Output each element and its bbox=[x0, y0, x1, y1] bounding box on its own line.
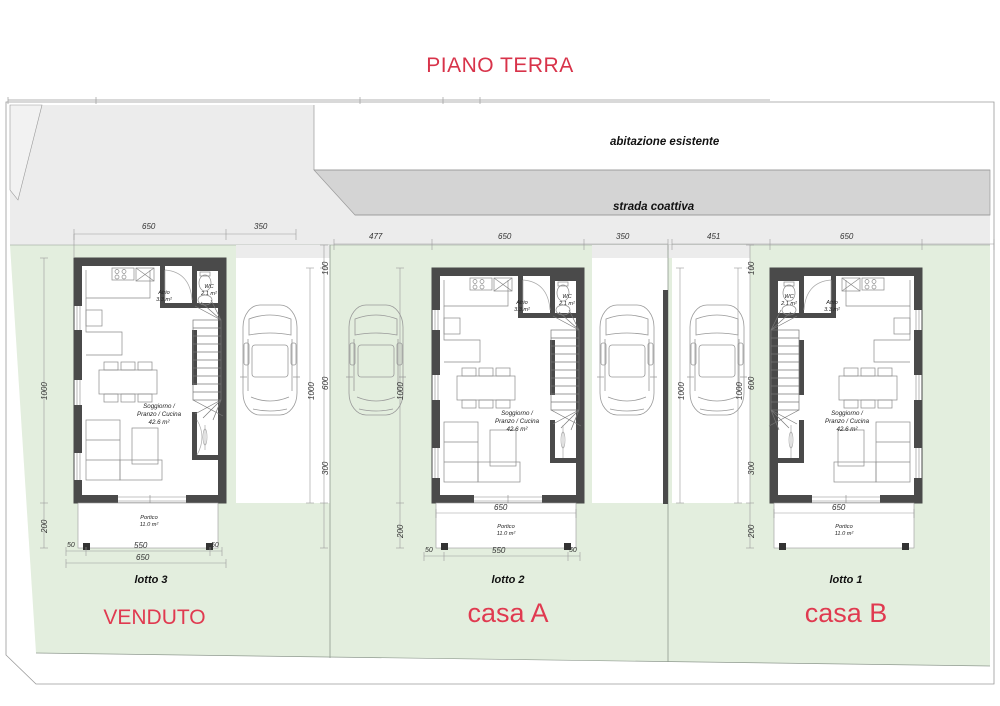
dim-lotto3-top-350: 350 bbox=[254, 222, 268, 231]
dim-lotto1-parking-1000: 1000 bbox=[677, 382, 686, 400]
dim-lotto2-top-650: 650 bbox=[498, 232, 512, 241]
room-label-portico-lotto3: Portico 11.0 m² bbox=[139, 515, 159, 529]
page-title: PIANO TERRA bbox=[426, 54, 574, 77]
label-existing-house: abitazione esistente bbox=[610, 136, 720, 148]
dim-lotto3-left-1000: 1000 bbox=[40, 382, 49, 400]
dim-lotto1-top-451: 451 bbox=[707, 232, 721, 241]
wc-name: WC bbox=[204, 284, 214, 290]
wc-area: 2.1 m² bbox=[201, 291, 217, 298]
room-label-wc-lotto3: WC 2.1 m² bbox=[192, 284, 226, 299]
dim-lotto2-bot-50b: 50 bbox=[569, 547, 577, 554]
dim-lotto3-left-200: 200 bbox=[40, 519, 49, 533]
room-label-atrio-lotto1: Atrio 3.3 m² bbox=[824, 300, 840, 314]
dim-lotto1-right-600: 600 bbox=[747, 376, 756, 390]
dim-lotto1-left-200: 200 bbox=[747, 524, 756, 538]
dim-lotto3-bot-550: 550 bbox=[134, 541, 148, 550]
dim-lotto1-right-300: 300 bbox=[747, 461, 756, 475]
lot-label-lotto2: lotto 2 bbox=[491, 574, 525, 586]
dim-lotto2-right-1000: 1000 bbox=[307, 382, 316, 400]
room-label-living-lotto3: Soggiorno / Pranzo / Cucina 42.6 m² bbox=[136, 403, 182, 427]
atrio-name: Atrio bbox=[158, 290, 170, 296]
dim-lotto3-bot-50b: 50 bbox=[211, 542, 219, 549]
dim-lotto1-right-100: 100 bbox=[747, 261, 756, 275]
dim-lotto2-right-300: 300 bbox=[321, 461, 330, 475]
dim-lotto2-right-100: 100 bbox=[321, 261, 330, 275]
dim-lotto2-portico-650: 650 bbox=[494, 503, 508, 512]
dim-lotto1-portico-650: 650 bbox=[832, 503, 846, 512]
dim-lotto3-bot-650: 650 bbox=[136, 553, 150, 562]
status-label-lotto3: VENDUTO bbox=[103, 606, 206, 629]
room-label-wc-lotto1: WC 2.1 m² bbox=[781, 294, 797, 308]
room-label-atrio-lotto3: Atrio 3.3 m² bbox=[142, 290, 186, 305]
dim-lotto2-top-477: 477 bbox=[369, 232, 383, 241]
lot-label-lotto3: lotto 3 bbox=[134, 574, 168, 586]
label-road: strada coattiva bbox=[613, 201, 695, 213]
room-label-living-lotto2: Soggiorno / Pranzo / Cucina 42.6 m² bbox=[494, 410, 540, 434]
status-label-lotto1: casa B bbox=[804, 598, 888, 628]
status-label-lotto2: casa A bbox=[467, 598, 549, 628]
dim-lotto1-left-1000: 1000 bbox=[735, 382, 744, 400]
room-label-living-lotto1: Soggiorno / Pranzo / Cucina 42.6 m² bbox=[824, 410, 870, 434]
room-label-atrio-lotto2: Atrio 3.3 m² bbox=[514, 300, 530, 314]
room-label-wc-lotto2: WC 2.1 m² bbox=[559, 294, 575, 308]
atrio-area: 3.3 m² bbox=[156, 297, 172, 304]
dim-lotto2-bot-550: 550 bbox=[492, 546, 506, 555]
dim-lotto2-top-350: 350 bbox=[616, 232, 630, 241]
dim-lotto2-bot-50a: 50 bbox=[425, 547, 433, 554]
dim-lotto2-left-200: 200 bbox=[396, 524, 405, 538]
room-label-portico-lotto1: Portico 11.0 m² bbox=[834, 524, 854, 538]
dim-lotto2-right-600: 600 bbox=[321, 376, 330, 390]
dim-lotto3-top-650: 650 bbox=[142, 222, 156, 231]
dim-lotto2-left-1000: 1000 bbox=[396, 382, 405, 400]
lot-label-lotto1: lotto 1 bbox=[829, 574, 863, 586]
dim-lotto1-top-650: 650 bbox=[840, 232, 854, 241]
dim-lotto3-bot-50a: 50 bbox=[67, 542, 75, 549]
room-label-portico-lotto2: Portico 11.0 m² bbox=[496, 524, 516, 538]
